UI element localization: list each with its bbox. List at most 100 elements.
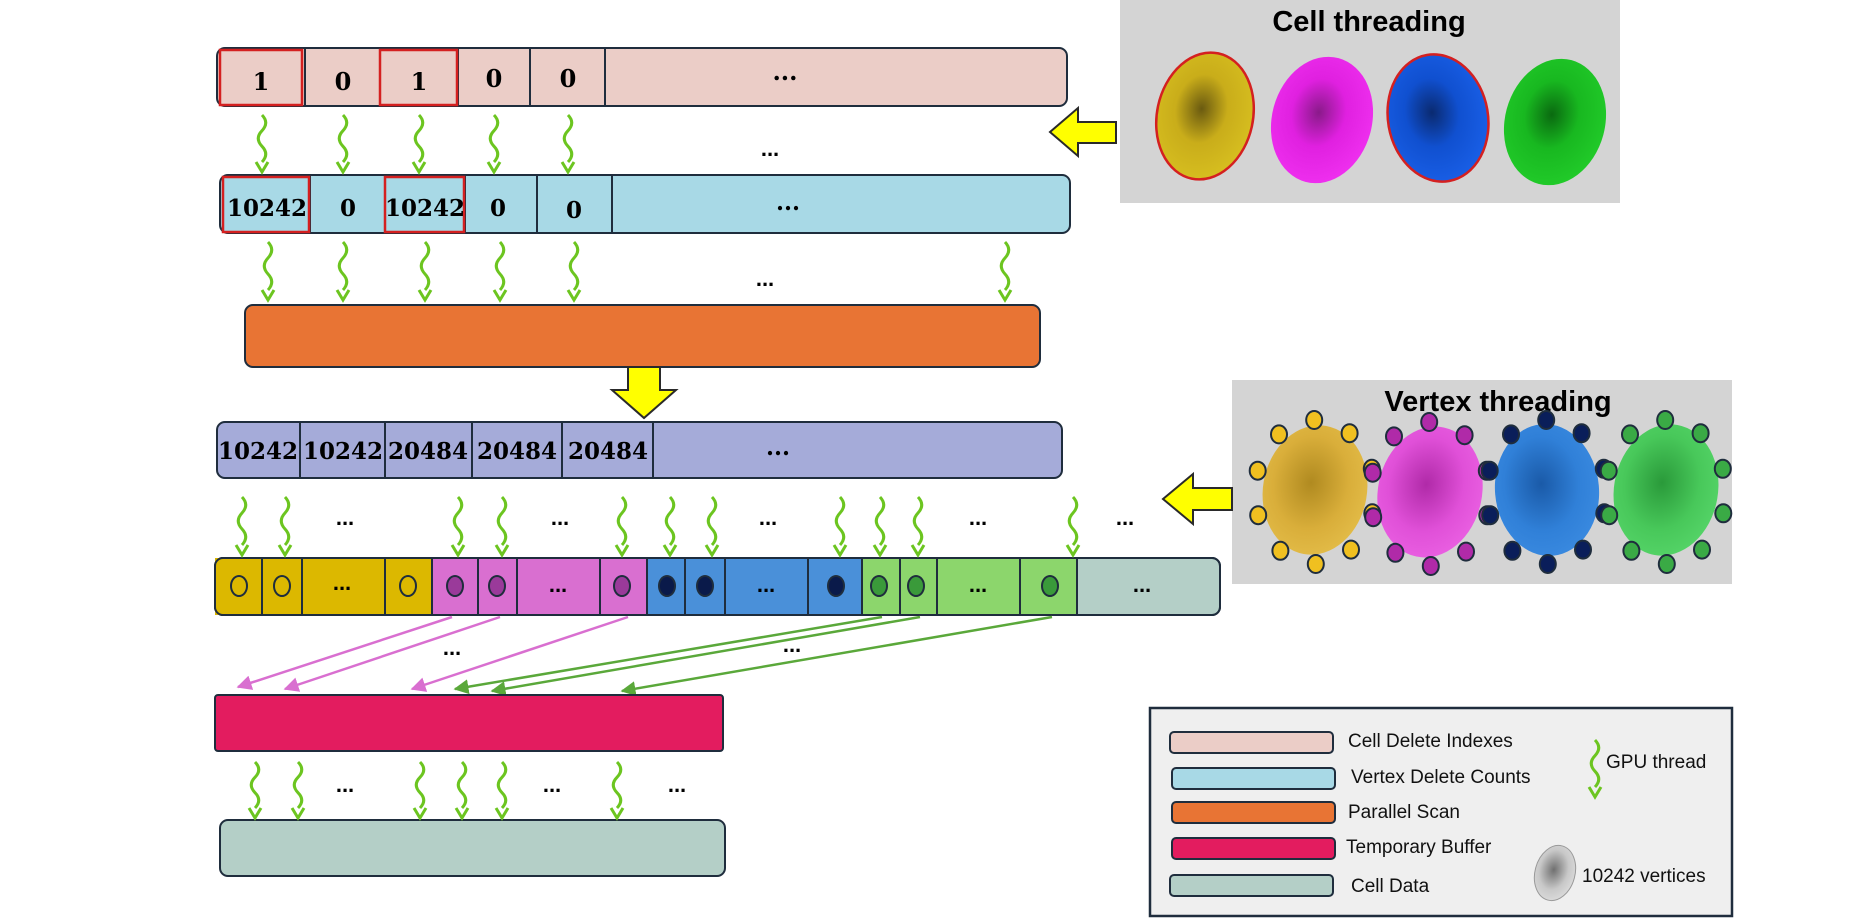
ellipsis-text: ... — [443, 635, 461, 660]
panel-title: Cell threading — [1272, 6, 1465, 38]
ellipsis-text: ... — [759, 505, 777, 530]
gpu-thread-arrow — [454, 760, 470, 821]
vertices-mesh-icon — [1533, 844, 1577, 902]
cell-threading-panel: Cell threading — [1120, 0, 1620, 203]
yellow-left-arrow — [1161, 471, 1233, 527]
ellipsis-text: ... — [333, 570, 351, 595]
yellow-cell-shape — [1154, 51, 1256, 181]
gpu-thread-arrow — [412, 760, 428, 821]
gpu-thread-arrow — [247, 760, 263, 821]
vertex-dot — [1480, 460, 1499, 481]
magenta-vertex-cell-shape — [1377, 426, 1483, 558]
gpu-thread-arrow — [1587, 738, 1603, 800]
vertex-count-value: 0 — [490, 195, 506, 222]
ellipsis-text: ... — [543, 772, 561, 797]
vertex-threading-panel: Vertex threading — [1232, 380, 1733, 584]
vertex-dot — [1657, 554, 1676, 574]
gpu-thread-arrow — [450, 495, 466, 558]
vertex-count-value: 0 — [340, 195, 356, 222]
vertex-dot — [1420, 412, 1439, 432]
ellipsis-text: ... — [761, 136, 779, 161]
scatter-arrows — [236, 615, 1053, 697]
yellow-left-arrow — [1048, 105, 1117, 159]
vertex-dot — [1249, 505, 1268, 526]
gpu-thread-arrow — [277, 495, 293, 558]
vertex-dot — [1714, 503, 1733, 524]
cell-index-value: 0 — [335, 67, 352, 96]
scan-value: 10242 — [303, 438, 383, 465]
gpu-thread-arrow — [614, 495, 630, 558]
scan-value: ... — [766, 434, 790, 461]
ellipsis-text: ... — [1133, 572, 1151, 597]
gpu-thread-arrow — [872, 495, 888, 558]
vertex-dot — [1481, 505, 1500, 526]
cell-index-value: 1 — [253, 67, 270, 96]
legend-swatch — [1169, 731, 1334, 754]
gpu-thread-arrow — [494, 495, 510, 558]
gpu-thread-arrow — [335, 240, 351, 303]
scan-value: 20484 — [388, 438, 468, 465]
vertex-dot — [1599, 460, 1618, 481]
ellipsis-text: ... — [969, 572, 987, 597]
vertex-dot — [1622, 540, 1641, 561]
panel-title: Vertex threading — [1384, 386, 1611, 418]
vertex-count-value: 0 — [566, 197, 582, 224]
vertex-dot — [1693, 539, 1711, 560]
gpu-thread-arrow — [1065, 495, 1081, 558]
ellipsis-text: ... — [756, 266, 774, 291]
vertex-dot — [1457, 541, 1475, 562]
green-cell-shape — [1503, 58, 1607, 186]
legend-swatch — [1171, 837, 1336, 860]
vertex-count-value: 10242 — [385, 195, 465, 222]
highlight-box — [378, 48, 459, 107]
vertex-buffer-row: ... ... ... ... ... — [214, 557, 1221, 616]
vertex-count-value: ... — [776, 189, 800, 216]
ellipsis-text: ... — [757, 572, 775, 597]
vertex-dot — [1363, 462, 1382, 483]
vertex-dot — [1455, 425, 1474, 446]
vertex-dots — [1248, 410, 1733, 576]
scan-result-row: 10242 10242 20484 20484 20484 ... — [216, 421, 1063, 479]
gpu-thread-icon — [1587, 738, 1603, 800]
vertex-dot — [1574, 539, 1592, 560]
highlight-box — [221, 175, 311, 234]
vertex-dot — [1305, 410, 1324, 430]
vertex-dot — [1537, 410, 1556, 430]
yellow-vertex-cell-shape — [1262, 425, 1368, 555]
ellipsis-text: ... — [336, 505, 354, 530]
vertex-dot — [1503, 540, 1522, 561]
legend-label: Cell Data — [1351, 876, 1430, 897]
legend-label: Parallel Scan — [1348, 802, 1460, 823]
ellipsis-text: ... — [783, 632, 801, 657]
vertex-dot — [1691, 423, 1710, 444]
gpu-thread-arrow — [494, 760, 510, 821]
vertex-dot — [1248, 460, 1267, 481]
ellipsis-text: ... — [969, 505, 987, 530]
legend-swatch — [1169, 874, 1334, 897]
legend: Cell Delete Indexes Vertex Delete Counts… — [1148, 706, 1734, 918]
cell-index-value: 1 — [411, 67, 428, 96]
cell-index-value: 0 — [486, 64, 503, 93]
vertex-dot — [1386, 542, 1405, 563]
legend-label: Cell Delete Indexes — [1348, 731, 1513, 752]
gpu-thread-arrow — [492, 240, 508, 303]
legend-label: GPU thread — [1606, 752, 1706, 773]
blue-cell-shape — [1386, 53, 1490, 183]
vertex-dot — [1656, 410, 1675, 430]
row-ellipses: ... ... ... ... ... ... ... ... ... ... … — [336, 136, 1134, 797]
scan-value: 20484 — [477, 438, 557, 465]
parallel-scan-bar — [244, 304, 1041, 368]
gpu-thread-arrow — [290, 760, 306, 821]
vertex-dot — [1572, 423, 1591, 444]
gpu-thread-arrow — [486, 113, 502, 175]
ellipsis-text: ... — [1116, 505, 1134, 530]
gpu-thread-arrow — [997, 240, 1013, 303]
ellipsis-text: ... — [668, 772, 686, 797]
legend-label: 10242 vertices — [1582, 866, 1706, 887]
vertex-dot — [1385, 426, 1403, 447]
vertex-dot — [1502, 424, 1520, 445]
magenta-cell-shape — [1270, 56, 1374, 184]
gpu-thread-arrow — [662, 495, 678, 558]
vertex-dot — [1270, 424, 1288, 445]
